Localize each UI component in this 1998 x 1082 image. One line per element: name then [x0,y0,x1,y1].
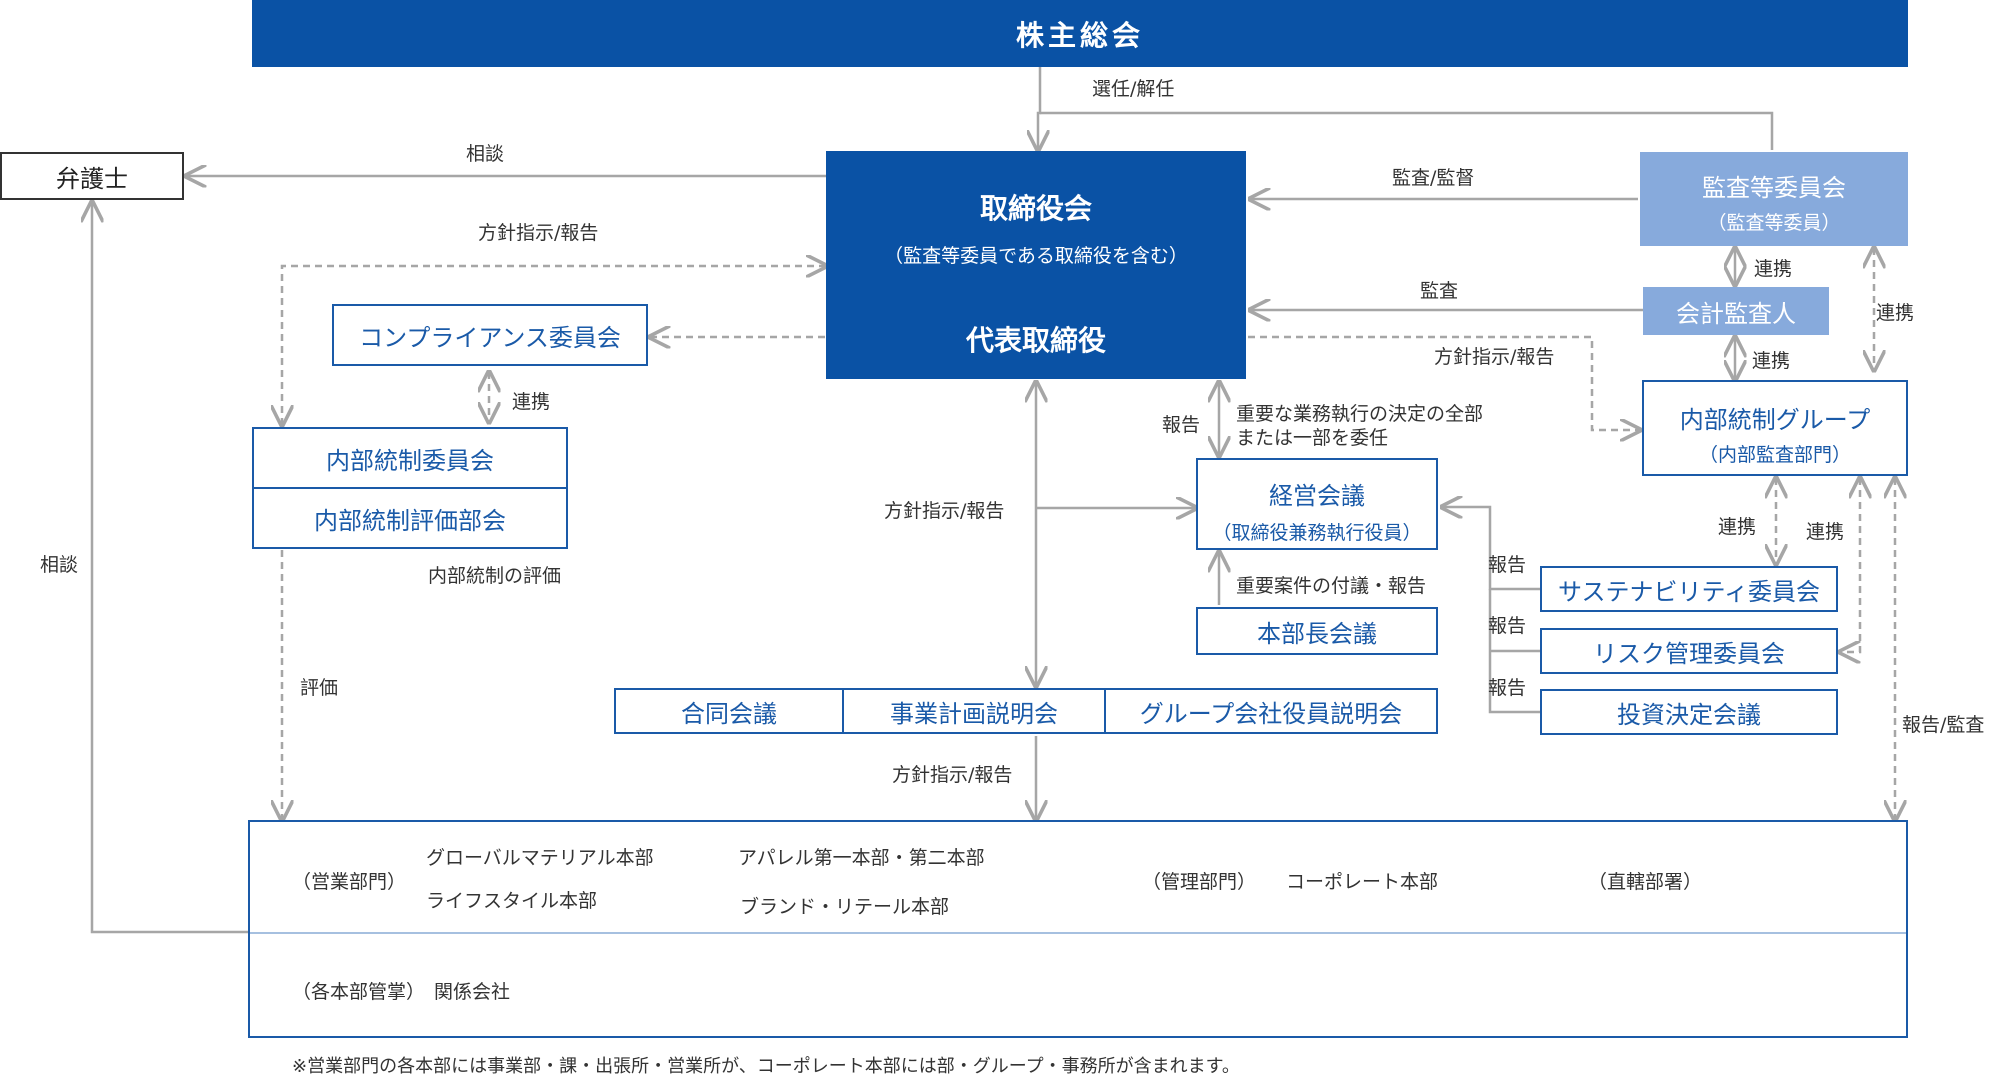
internal-control-committee: 内部統制委員会 [252,427,568,489]
label-coop-5: 連携 [1718,516,1757,538]
label-important-matters: 重要案件の付議・報告 [1236,575,1427,597]
label-report-1: 報告 [1488,554,1527,576]
board-title: 取締役会 [979,192,1092,225]
accounting-auditor: 会計監査人 [1643,287,1829,335]
apparel-division: アパレル第一本部・第二本部 [738,847,985,869]
lifestyle-division: ライフスタイル本部 [426,890,598,912]
divisions-divider [250,932,1906,934]
line-elect-audit [1040,111,1774,150]
line-policy-icg [1140,337,1640,430]
each-division-label: （各本部管掌） [292,981,426,1003]
global-material-division: グローバルマテリアル本部 [426,847,654,869]
line-consult-left [92,202,248,934]
label-report-3: 報告 [1488,677,1527,699]
brand-retail-division: ブランド・リテール本部 [740,896,950,918]
footnote: ※営業部門の各本部には事業部・課・出張所・営業所が、コーポレート本部には部・グル… [292,1056,1240,1077]
label-policy-right: 方針指示/報告 [1434,346,1555,368]
sustainability-committee: サステナビリティ委員会 [1540,566,1838,612]
label-coop-6: 連携 [1806,521,1845,543]
label-report-board: 報告 [1162,414,1201,436]
label-ic-evaluation: 内部統制の評価 [428,565,562,587]
line-policy-ic [282,266,826,425]
compliance-committee: コンプライアンス委員会 [332,304,648,366]
label-report-2: 報告 [1488,615,1527,637]
audit-committee-subtitle: （監査等委員） [1707,212,1841,234]
internal-control-group: 内部統制グループ （内部監査部門） [1642,380,1908,476]
audit-committee: 監査等委員会 （監査等委員） [1640,152,1908,246]
management-meeting: 経営会議 （取締役兼務執行役員） [1196,458,1438,550]
group-officers-briefing: グループ会社役員説明会 [1104,688,1438,734]
label-delegate-2: または一部を委任 [1236,427,1389,449]
affiliates: 関係会社 [434,981,511,1003]
corporate-division: コーポレート本部 [1286,871,1439,893]
label-coop-3: 連携 [1752,350,1791,372]
label-report-audit: 報告/監査 [1902,714,1985,736]
investment-meeting: 投資決定会議 [1540,689,1838,735]
shareholders-meeting: 株主総会 [252,0,1908,67]
icg-subtitle: （内部監査部門） [1698,444,1851,466]
internal-control-evaluation: 内部統制評価部会 [252,487,568,549]
business-plan-briefing: 事業計画説明会 [842,688,1106,734]
divisions-box [248,820,1908,1038]
risk-committee: リスク管理委員会 [1540,628,1838,674]
joint-meeting: 合同会議 [614,688,844,734]
board-of-directors: 取締役会 （監査等委員である取締役を含む） 代表取締役 [826,151,1246,379]
lawyer-box: 弁護士 [0,152,184,200]
label-audit: 監査 [1420,280,1459,302]
label-elect-dismiss: 選任/解任 [1092,78,1175,100]
line-elect [1038,67,1040,150]
direct-dept-label: （直轄部署） [1588,871,1703,893]
label-delegate-1: 重要な業務執行の決定の全部 [1236,403,1484,425]
label-coop-2: 連携 [1876,302,1915,324]
label-coop-4: 連携 [512,391,551,413]
mgmt-title: 経営会議 [1269,482,1365,510]
label-consult-top: 相談 [466,143,505,165]
admin-dept-label: （管理部門） [1142,871,1257,893]
label-audit-supervise: 監査/監督 [1392,167,1475,189]
mgmt-subtitle: （取締役兼務執行役員） [1212,522,1422,544]
president-title: 代表取締役 [965,324,1106,357]
audit-committee-title: 監査等委員会 [1702,174,1846,202]
icg-title: 内部統制グループ [1679,406,1871,434]
division-heads-meeting: 本部長会議 [1196,607,1438,655]
label-consult-left: 相談 [40,554,79,576]
sales-dept-label: （営業部門） [292,871,407,893]
label-evaluation: 評価 [300,677,339,699]
board-subtitle: （監査等委員である取締役を含む） [884,245,1188,267]
line-comm-invest [1488,589,1540,714]
label-policy-mid: 方針指示/報告 [884,500,1005,522]
line-coop-risk [1840,478,1860,652]
label-policy-top: 方針指示/報告 [478,222,599,244]
line-committees [1442,507,1540,591]
label-coop-1: 連携 [1754,258,1793,280]
label-policy-bottom: 方針指示/報告 [892,764,1013,786]
